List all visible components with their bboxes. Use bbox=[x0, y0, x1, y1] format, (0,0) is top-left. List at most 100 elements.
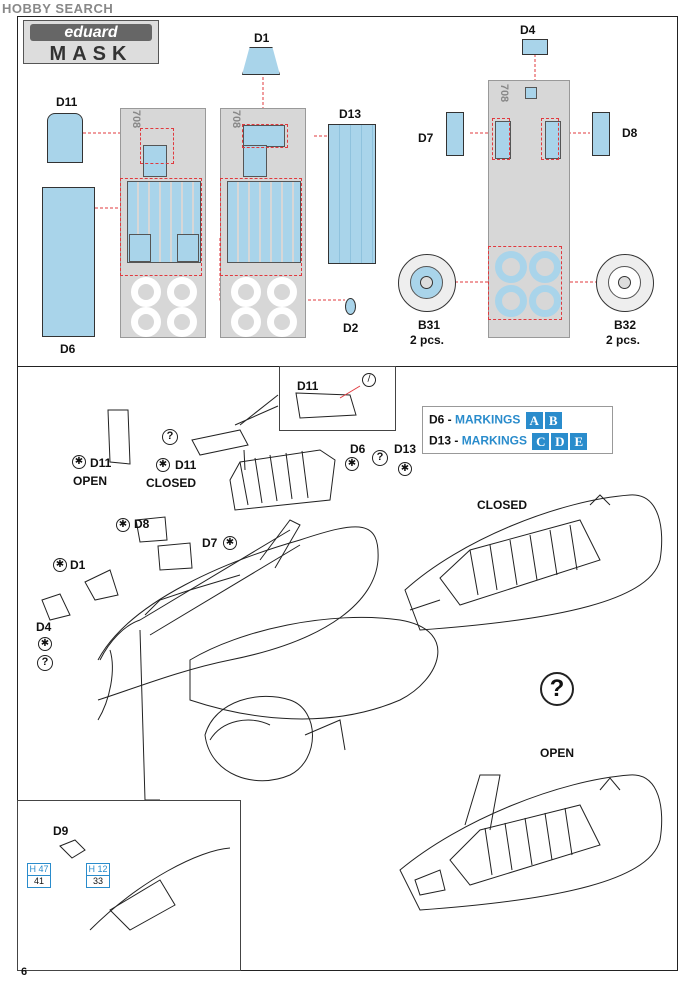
label-d8: D8 bbox=[622, 126, 638, 140]
wheel-mask bbox=[267, 277, 297, 307]
mask-piece bbox=[495, 121, 511, 159]
mask-piece bbox=[129, 234, 151, 262]
highlight-d1-area bbox=[242, 124, 288, 148]
mask-step-icon: ✱ bbox=[53, 558, 67, 572]
question-icon-large: ? bbox=[540, 672, 574, 706]
marking-box-a: A bbox=[525, 412, 543, 429]
wheel-mask bbox=[167, 307, 197, 337]
wheel-b31 bbox=[398, 254, 456, 312]
mask-sheet-left: 708 bbox=[120, 108, 206, 338]
label-d9: D9 bbox=[53, 824, 69, 838]
wheel-mask bbox=[495, 285, 527, 317]
label-open-view: OPEN bbox=[540, 746, 575, 760]
mask-sheet-middle: 708 bbox=[220, 108, 306, 338]
highlight-d6-area bbox=[120, 178, 202, 276]
label-open: OPEN bbox=[73, 474, 108, 488]
wheel-mask bbox=[529, 251, 561, 283]
highlight-wheel-area bbox=[488, 246, 562, 320]
wheel-b32 bbox=[596, 254, 654, 312]
question-icon: ? bbox=[372, 450, 388, 466]
paint-code-h12: H 12 33 bbox=[86, 863, 110, 888]
label-b32-pcs: 2 pcs. bbox=[606, 333, 641, 347]
label-d13-step: D13 bbox=[394, 442, 417, 456]
label-d11-open-part: D11 bbox=[90, 456, 112, 470]
label-d1: D1 bbox=[254, 31, 270, 45]
mask-sheet-right: 708 bbox=[488, 80, 570, 338]
label-d11-closed-part: D11 bbox=[175, 458, 197, 472]
question-icon: ? bbox=[162, 429, 178, 445]
mask-d4 bbox=[522, 39, 548, 55]
highlight-d7-area bbox=[492, 118, 510, 160]
mask-piece bbox=[243, 145, 267, 177]
highlight-d11-area bbox=[140, 128, 174, 164]
mask-d7 bbox=[446, 112, 464, 156]
label-d7: D7 bbox=[418, 131, 434, 145]
label-d7-step: D7 bbox=[202, 536, 218, 550]
wheel-mask bbox=[167, 277, 197, 307]
wheel-mask bbox=[231, 307, 261, 337]
paint-code-h12-name: H 12 bbox=[87, 864, 109, 876]
legend-part-d13: D13 - bbox=[429, 433, 459, 448]
eduard-mask-logo: eduard MASK bbox=[23, 20, 159, 65]
sheet-code-right: 708 bbox=[498, 83, 511, 103]
label-b32: B32 bbox=[614, 318, 637, 332]
paint-code-h47-name: H 47 bbox=[28, 864, 50, 876]
wheel-mask bbox=[131, 277, 161, 307]
d11-detail-inset: D11 / bbox=[279, 366, 396, 431]
mask-d13 bbox=[328, 124, 376, 264]
label-b31-pcs: 2 pcs. bbox=[410, 333, 445, 347]
wheel-mask bbox=[231, 277, 261, 307]
paint-code-h47-number: 41 bbox=[33, 876, 44, 886]
mask-step-icon: ✱ bbox=[72, 455, 86, 469]
wheel-mask bbox=[529, 285, 561, 317]
wheel-mask bbox=[495, 251, 527, 283]
mask-d11 bbox=[47, 113, 83, 163]
mask-d6 bbox=[42, 187, 95, 337]
label-d6: D6 bbox=[60, 342, 76, 356]
mask-piece bbox=[177, 234, 199, 262]
d9-detail-inset: D9 H 47 41 H 12 33 bbox=[17, 800, 241, 971]
label-d13: D13 bbox=[339, 107, 362, 121]
mask-step-icon: ✱ bbox=[116, 518, 130, 532]
highlight-d13-area bbox=[220, 178, 302, 276]
question-icon: ? bbox=[37, 655, 53, 671]
inset-label-d11: D11 bbox=[297, 379, 319, 393]
label-d8-step: D8 bbox=[134, 517, 150, 531]
paint-code-h47: H 47 41 bbox=[27, 863, 51, 888]
label-closed-view: CLOSED bbox=[477, 498, 528, 512]
logo-bottom: MASK bbox=[49, 43, 133, 65]
label-d1-step: D1 bbox=[70, 558, 86, 572]
wheel-mask bbox=[131, 307, 161, 337]
paint-code-h12-number: 33 bbox=[92, 876, 103, 886]
mask-d2 bbox=[345, 298, 356, 315]
mask-piece bbox=[227, 181, 301, 263]
sheet-code-middle: 708 bbox=[230, 109, 243, 129]
label-d4-step: D4 bbox=[36, 620, 52, 634]
sheet-code-left: 708 bbox=[130, 109, 143, 129]
highlight-d8-area bbox=[541, 118, 559, 160]
legend-text-d13: MARKINGS bbox=[461, 433, 528, 448]
wheel-mask bbox=[267, 307, 297, 337]
logo-top: eduard bbox=[30, 24, 152, 41]
page-frame bbox=[17, 16, 678, 971]
label-d4: D4 bbox=[520, 23, 536, 37]
marking-box-b: B bbox=[544, 412, 562, 429]
legend-part-d6: D6 - bbox=[429, 412, 452, 427]
label-d11: D11 bbox=[56, 95, 78, 109]
marking-box-c: C bbox=[532, 433, 550, 450]
legend-text-d6: MARKINGS bbox=[455, 412, 521, 427]
label-d6-step: D6 bbox=[350, 442, 366, 456]
label-b31: B31 bbox=[418, 318, 441, 332]
knife-icon: / bbox=[362, 373, 376, 387]
label-d2: D2 bbox=[343, 321, 359, 335]
mask-step-icon: ✱ bbox=[156, 458, 170, 472]
mask-step-icon: ✱ bbox=[223, 536, 237, 550]
mask-piece bbox=[545, 121, 561, 159]
mask-d8 bbox=[592, 112, 610, 156]
mask-step-icon: ✱ bbox=[38, 637, 52, 651]
mask-step-icon: ✱ bbox=[398, 462, 412, 476]
